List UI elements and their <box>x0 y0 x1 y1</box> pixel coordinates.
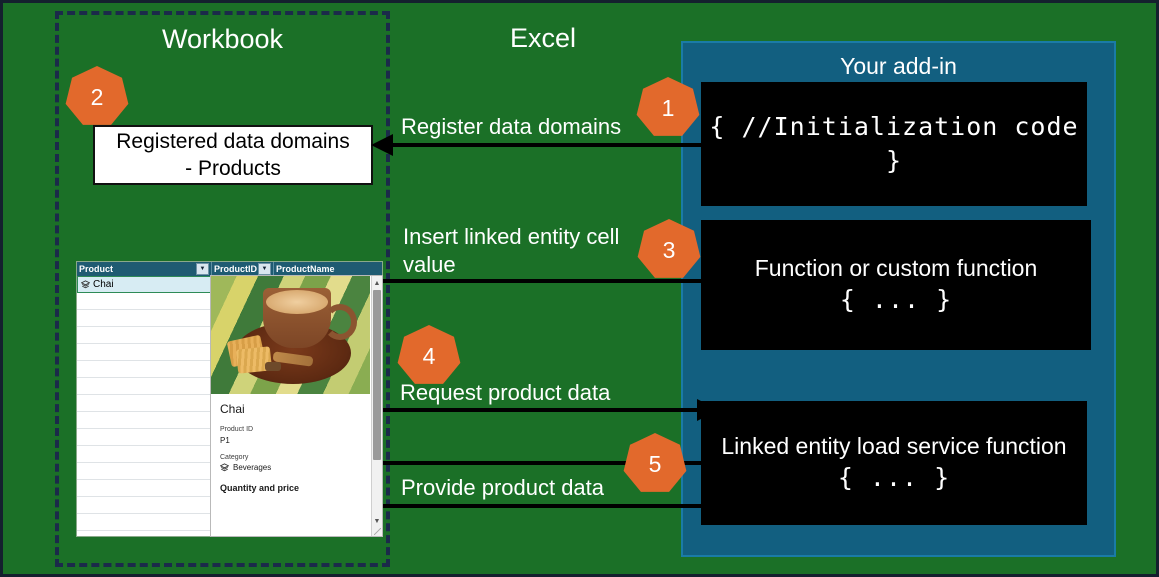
grid-row[interactable] <box>77 344 211 361</box>
arrow-insert-line <box>136 279 701 283</box>
grid-row[interactable] <box>77 327 211 344</box>
code-box-load-service: Linked entity load service function { ..… <box>701 401 1087 525</box>
filter-dropdown-icon[interactable]: ▼ <box>196 263 209 275</box>
grid-row[interactable] <box>77 480 211 497</box>
card-resize-handle[interactable] <box>374 528 381 535</box>
excel-title: Excel <box>509 23 577 53</box>
code-box-function-title: Function or custom function <box>754 255 1038 281</box>
photo-tea <box>266 290 328 314</box>
grid-row[interactable] <box>77 463 211 480</box>
code-box-function-body: { ... } <box>839 285 953 314</box>
cell-product-chai[interactable]: Chai <box>77 276 211 293</box>
registered-data-domains-box: Registered data domains - Products <box>93 125 373 185</box>
workbook-region <box>55 11 390 567</box>
product-photo <box>211 276 370 394</box>
addin-title: Your add-in <box>840 53 957 79</box>
arrow-register-line <box>391 143 701 147</box>
card-scrollbar-thumb[interactable] <box>373 290 381 460</box>
card-body: Chai Product ID P1 Category Beverages Qu… <box>211 394 382 494</box>
workbook-title: Workbook <box>161 24 284 54</box>
code-box-initialization-text: { //Initialization code } <box>709 112 1079 175</box>
code-box-initialization: { //Initialization code } <box>701 82 1087 206</box>
arrow-request-line <box>373 408 698 412</box>
column-header-productid[interactable]: ProductID ▼ <box>212 262 274 276</box>
card-field-value-product-id: P1 <box>220 436 230 445</box>
filter-dropdown-icon[interactable]: ▼ <box>258 263 271 275</box>
photo-cup-handle <box>323 304 357 340</box>
grid-row[interactable] <box>77 310 211 327</box>
grid-row[interactable] <box>77 395 211 412</box>
column-header-productid-label: ProductID <box>214 264 258 274</box>
grid-row[interactable] <box>77 497 211 514</box>
scroll-down-icon[interactable]: ▼ <box>373 517 381 525</box>
card-category-label: Beverages <box>233 463 272 472</box>
card-field-label-product-id: Product ID <box>220 426 254 433</box>
photo-spice <box>265 362 281 371</box>
column-header-product[interactable]: Product ▼ <box>77 262 212 276</box>
card-title: Chai <box>220 402 245 416</box>
linked-entity-icon <box>80 280 91 289</box>
linked-entity-card[interactable]: Chai Product ID P1 Category Beverages Qu… <box>210 275 383 537</box>
grid-row[interactable] <box>77 361 211 378</box>
card-field-label-category: Category <box>220 454 249 461</box>
step-marker-4: 4 <box>397 325 461 384</box>
grid-row[interactable] <box>77 412 211 429</box>
grid-row[interactable] <box>77 446 211 463</box>
card-scrollbar[interactable]: ▲ ▼ <box>371 276 382 536</box>
column-header-productname[interactable]: ProductName <box>274 262 382 276</box>
code-box-load-service-body: { ... } <box>837 463 951 492</box>
code-box-function: Function or custom function { ... } <box>701 220 1091 350</box>
arrow-label-request: Request product data <box>400 380 611 405</box>
spreadsheet-column-a: Chai <box>77 276 212 536</box>
arrow-label-insert: Insert linked entity cell value <box>403 224 620 277</box>
registered-data-domains-line2: - Products <box>185 157 281 180</box>
arrow-insert-card-line <box>373 461 703 465</box>
grid-row[interactable] <box>77 378 211 395</box>
arrow-label-provide: Provide product data <box>401 475 605 500</box>
arrow-label-register: Register data domains <box>401 114 622 139</box>
linked-entity-icon <box>219 463 230 472</box>
grid-row[interactable] <box>77 429 211 446</box>
cell-product-chai-value: Chai <box>93 279 114 290</box>
column-header-product-label: Product <box>79 264 114 274</box>
card-section-quantity-and-price: Quantity and price <box>220 483 300 493</box>
arrow-request-head <box>697 399 719 421</box>
spreadsheet-header-row: Product ▼ ProductID ▼ ProductName <box>77 262 382 276</box>
grid-row[interactable] <box>77 514 211 531</box>
scroll-up-icon[interactable]: ▲ <box>373 279 381 287</box>
arrow-provide-line <box>343 504 701 508</box>
code-box-load-service-title: Linked entity load service function <box>721 433 1067 459</box>
grid-row[interactable] <box>77 293 211 310</box>
card-field-value-category: Beverages <box>219 463 373 472</box>
registered-data-domains-line1: Registered data domains <box>116 130 350 153</box>
arrow-register-head <box>371 134 393 156</box>
column-header-productname-label: ProductName <box>276 264 335 274</box>
